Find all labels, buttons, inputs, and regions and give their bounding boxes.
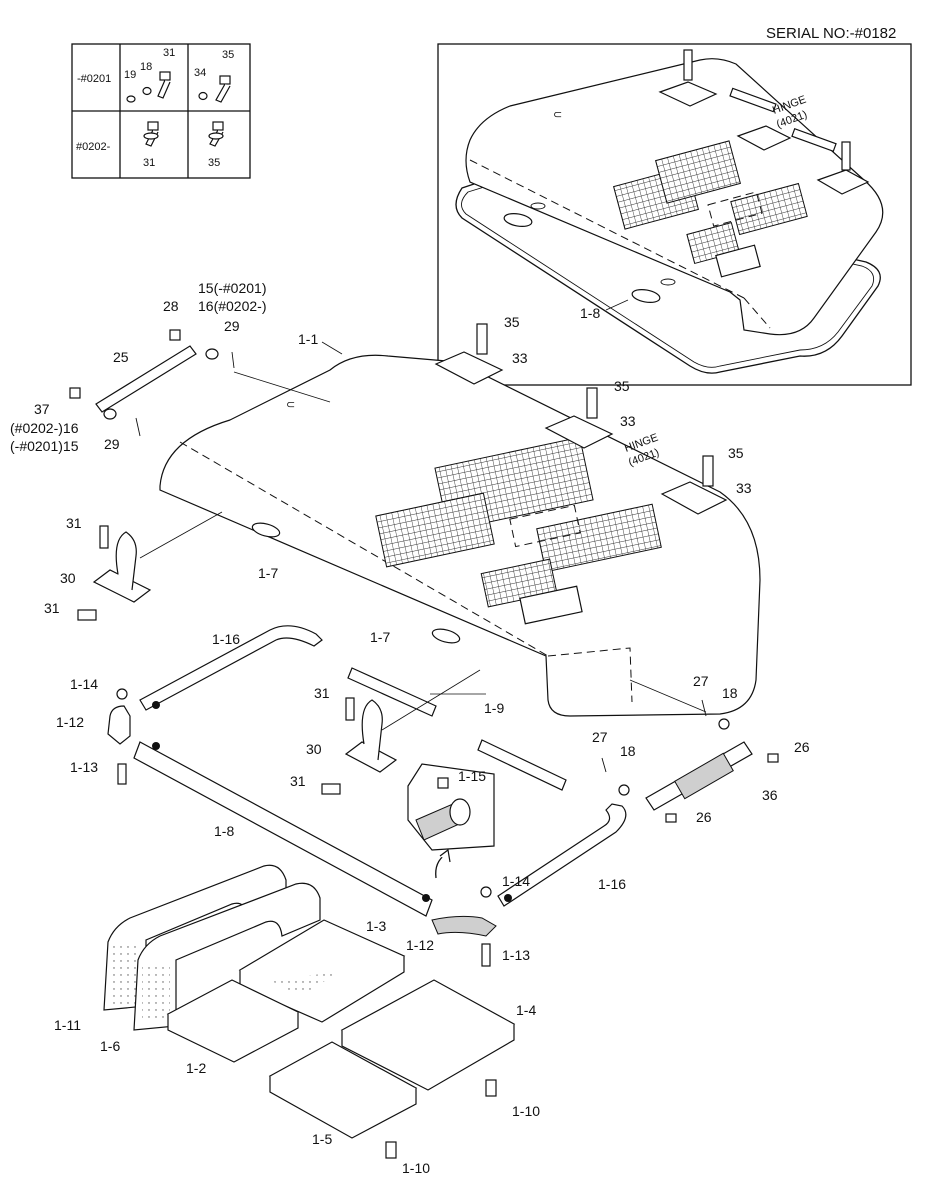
latch-upper [77, 511, 223, 621]
callout-30-a: 30 [60, 570, 76, 586]
callout-1-7-b: 1-7 [370, 629, 390, 645]
callout-33-b: 33 [620, 413, 636, 429]
callout-33-c: 33 [736, 480, 752, 496]
callout-1-11: 1-11 [54, 1017, 81, 1033]
hinge-icon [816, 141, 870, 195]
callout-1-12-b: 1-12 [406, 937, 434, 953]
washer-icon [198, 91, 208, 101]
callout-1-10-a: 1-10 [512, 1103, 540, 1119]
callout-1-5: 1-5 [312, 1131, 332, 1147]
hinge-icon [544, 387, 614, 449]
clamp-left [107, 688, 131, 785]
callout-1-15: 1-15 [458, 768, 486, 784]
pad-1-3 [238, 919, 406, 1023]
hinge-icon [434, 323, 504, 385]
callout-16-left: (#0202-)16 [10, 420, 79, 436]
table-row2-label: #0202- [76, 141, 111, 153]
callout-1-8: 1-8 [214, 823, 234, 839]
bar-pieces [347, 667, 567, 791]
callout-1-16-b: 1-16 [598, 876, 626, 892]
table-r1c2-a: 34 [194, 67, 206, 79]
inset-detail: ⊂ HINGE (4021) 1-8 [437, 43, 912, 386]
callout-1-12-a: 1-12 [56, 714, 84, 730]
callout-25: 25 [113, 349, 129, 365]
callout-29-left: 29 [104, 436, 120, 452]
callout-29-top: 29 [224, 318, 240, 334]
tube-left [139, 625, 323, 711]
callout-1-3: 1-3 [366, 918, 386, 934]
callout-15-left: (-#0201)15 [10, 438, 79, 454]
svg-text:⊂: ⊂ [553, 109, 562, 121]
callout-1-2: 1-2 [186, 1060, 206, 1076]
callout-1-14-a: 1-14 [70, 676, 98, 692]
table-row1-label: -#0201 [77, 73, 111, 85]
callout-31-b: 31 [44, 600, 60, 616]
callout-1-4: 1-4 [516, 1002, 536, 1018]
callout-15-top: 15(-#0201) [198, 280, 267, 296]
main-cover: ⊂ 1-1 [159, 331, 761, 717]
table-r2c1: 31 [143, 157, 155, 169]
table-r1c1-b: 18 [140, 61, 152, 73]
callout-35-b: 35 [614, 378, 630, 394]
callout-16-top: 16(#0202-) [198, 298, 267, 314]
table-r1c2-b: 35 [222, 49, 234, 61]
callout-1-7-a: 1-7 [258, 565, 278, 581]
callout-35-c: 35 [728, 445, 744, 461]
cushion-frame-inner [133, 882, 321, 1031]
callout-31-c: 31 [314, 685, 330, 701]
seal-strip [133, 741, 433, 917]
hinge-icon [736, 125, 792, 151]
hinge-icon [660, 455, 728, 515]
pad-1-4 [340, 979, 516, 1097]
detail-callout [407, 763, 495, 879]
callout-1-13-a: 1-13 [70, 759, 98, 775]
pad-1-5 [268, 1041, 418, 1159]
pad-1-2 [166, 979, 300, 1063]
callout-1-14-b: 1-14 [502, 873, 530, 889]
washer-icon [142, 86, 152, 96]
callout-1-1: 1-1 [298, 331, 318, 347]
gas-spring [601, 679, 779, 823]
washer-icon [126, 95, 136, 103]
callout-1-8-inset: 1-8 [580, 305, 600, 321]
callout-1-10-b: 1-10 [402, 1160, 430, 1176]
callout-27-b: 27 [592, 729, 608, 745]
callout-31-d: 31 [290, 773, 306, 789]
callout-30-b: 30 [306, 741, 322, 757]
serial-number: SERIAL NO:-#0182 [766, 25, 896, 42]
callout-36: 36 [762, 787, 778, 803]
callout-1-13-b: 1-13 [502, 947, 530, 963]
callout-35-a: 35 [504, 314, 520, 330]
cushion-frame-outer [103, 864, 287, 1011]
clamp-right [431, 886, 497, 967]
callout-18-b: 18 [620, 743, 636, 759]
tube-right [497, 803, 627, 907]
table-r2c2: 35 [208, 157, 220, 169]
callout-27-a: 27 [693, 673, 709, 689]
callout-26-a: 26 [794, 739, 810, 755]
callout-33-a: 33 [512, 350, 528, 366]
hinge-icon [658, 49, 718, 107]
callout-18-a: 18 [722, 685, 738, 701]
bolt-icon [215, 75, 231, 103]
latch-lower [321, 669, 481, 795]
table-r1c1-c: 31 [163, 47, 175, 59]
bolt-icon [208, 121, 224, 147]
callout-28: 28 [163, 298, 179, 314]
bolt-icon [157, 71, 171, 99]
callout-37: 37 [34, 401, 50, 417]
callout-26-b: 26 [696, 809, 712, 825]
bolt-icon [143, 121, 159, 147]
svg-text:⊂: ⊂ [286, 399, 295, 411]
callout-1-9: 1-9 [484, 700, 504, 716]
revision-table: -#0201 #0202- 19 18 31 34 35 31 35 [71, 43, 251, 179]
callout-31-a: 31 [66, 515, 82, 531]
rod-assembly [69, 329, 331, 437]
callout-1-16-a: 1-16 [212, 631, 240, 647]
table-r1c1-a: 19 [124, 69, 136, 81]
callout-1-6: 1-6 [100, 1038, 120, 1054]
